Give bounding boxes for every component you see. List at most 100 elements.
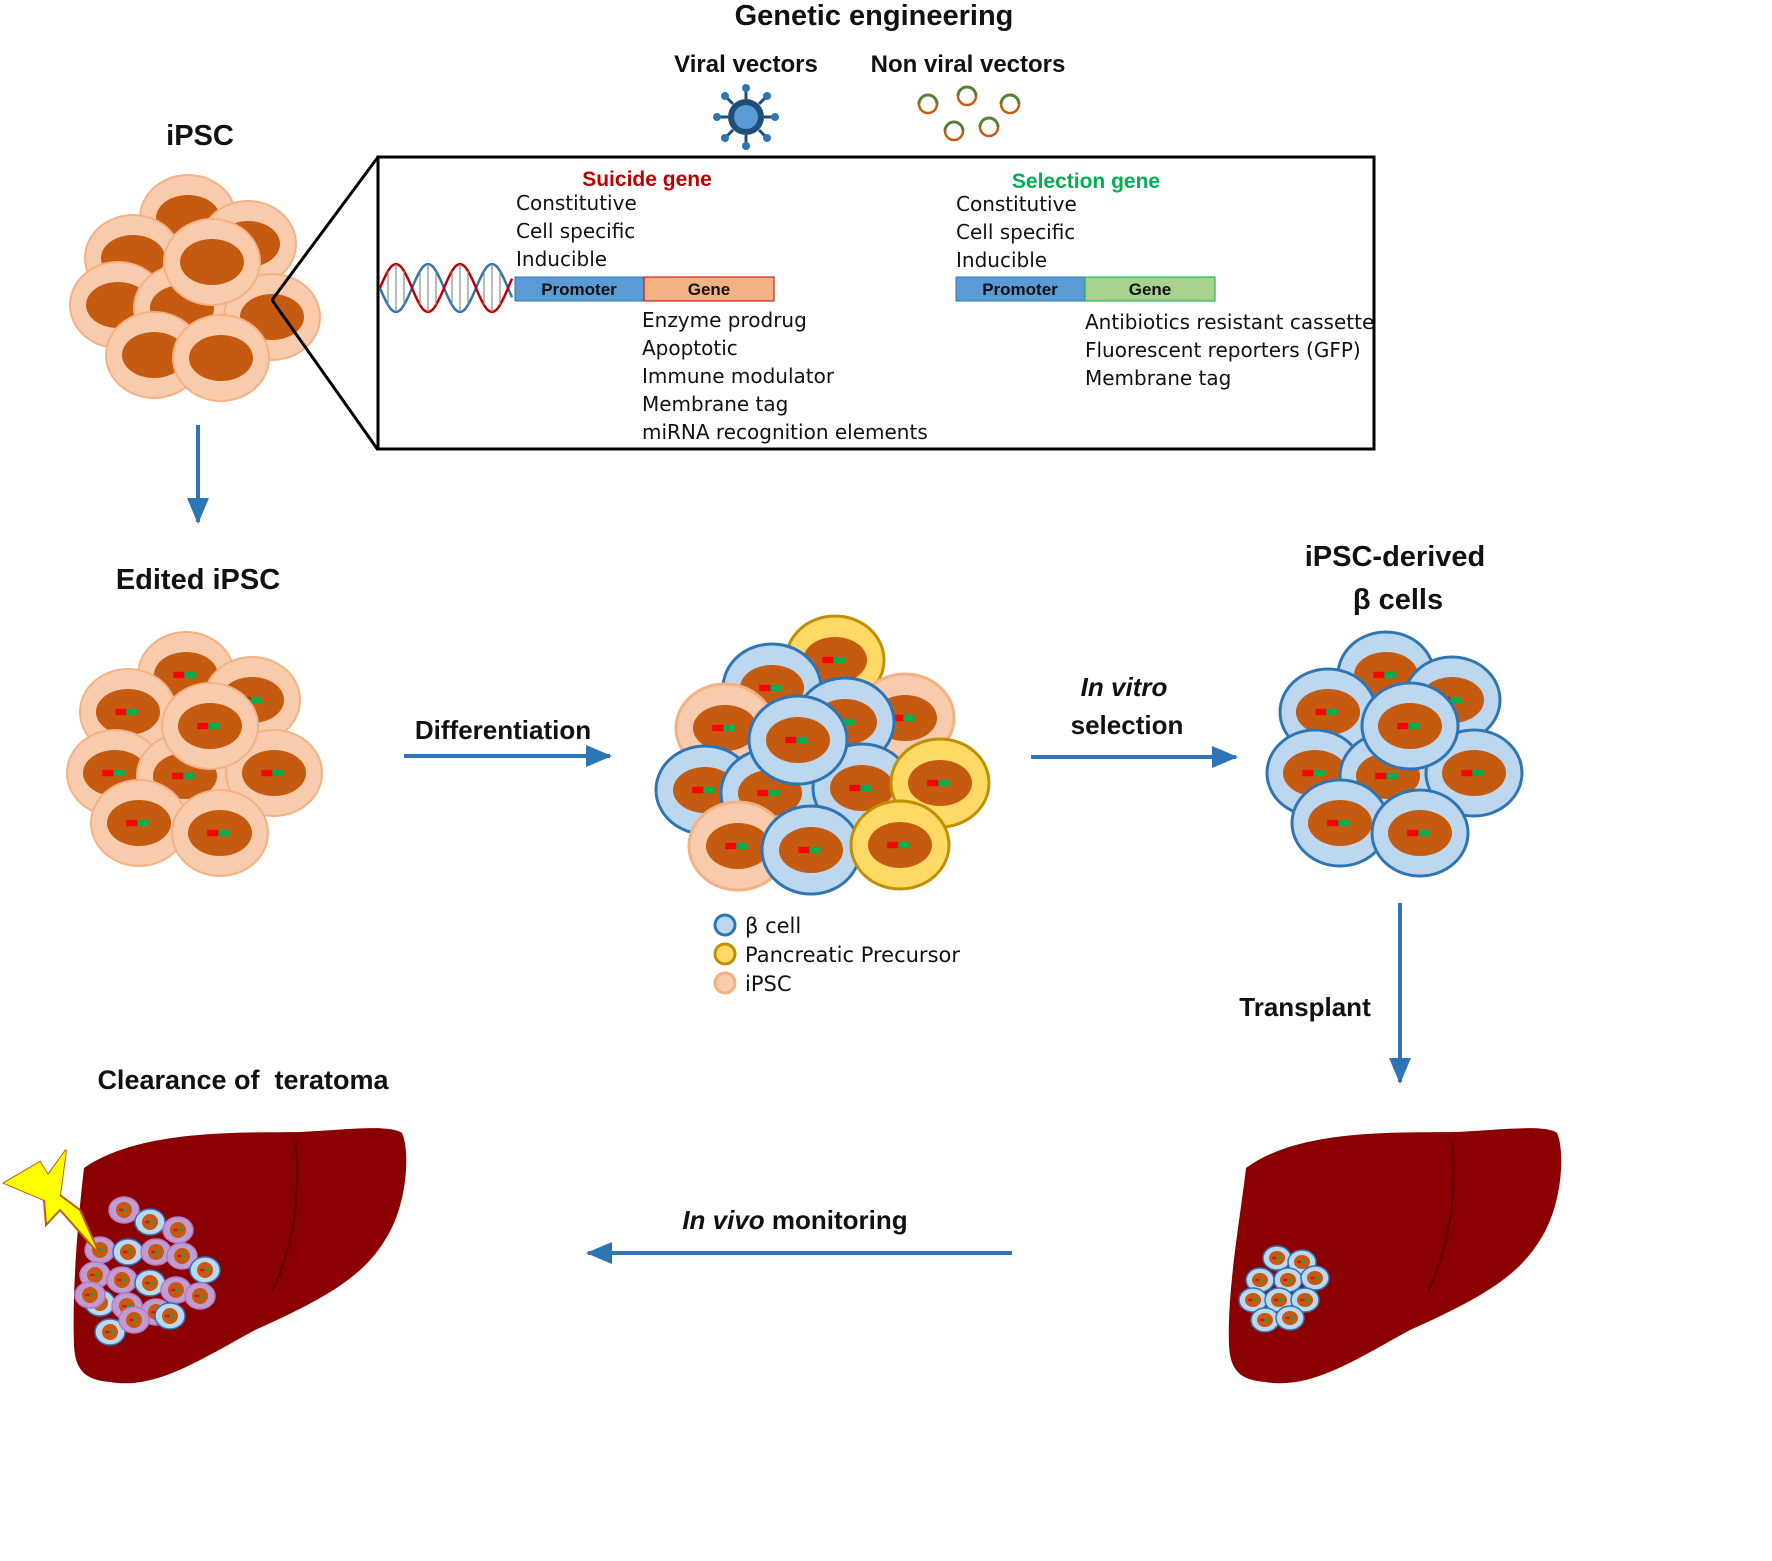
cell-beta	[1238, 1287, 1268, 1313]
graft-cluster	[1238, 1245, 1330, 1333]
suicide-gene-marker	[172, 772, 184, 780]
selection-gene-marker	[796, 736, 808, 744]
selection-gene-marker	[938, 779, 950, 787]
suicide-gene-marker	[207, 829, 219, 837]
selection-gene-marker	[155, 1250, 160, 1254]
suicide-gene-marker	[798, 846, 810, 854]
suicide-promoter-type-2: Cell specific	[516, 219, 635, 243]
selection-gene-marker	[770, 684, 782, 692]
suicide-gene-marker	[151, 1250, 156, 1254]
ipsc-label: iPSC	[166, 120, 234, 152]
selection-promoter-label: Promoter	[982, 280, 1058, 299]
suicide-gene-marker	[85, 1293, 90, 1297]
cell-tera	[74, 1281, 106, 1309]
suicide-gene-marker	[123, 1250, 128, 1254]
selection-gene-marker	[126, 1304, 131, 1308]
selection-gene-marker	[175, 1288, 180, 1292]
cell-nucleus	[189, 335, 253, 381]
selection-gene-marker	[1326, 708, 1338, 716]
legend-beta-cell-label: β cell	[745, 914, 801, 938]
non-viral-vectors-label: Non viral vectors	[871, 51, 1066, 78]
cell-beta	[112, 1238, 144, 1266]
in-vivo-rest: monitoring	[765, 1205, 908, 1235]
suicide-gene-type-5: miRNA recognition elements	[642, 420, 928, 444]
selection-gene-marker	[218, 829, 230, 837]
suicide-gene-marker	[1373, 671, 1385, 679]
suicide-gene-type-3: Immune modulator	[642, 364, 835, 388]
clearance-label: Clearance of teratoma	[97, 1065, 389, 1095]
selection-gene-marker	[137, 819, 149, 827]
selection-gene-marker	[1472, 769, 1484, 777]
cell-tera	[160, 1276, 192, 1304]
cell-tera	[184, 1282, 216, 1310]
suicide-gene-marker	[1283, 1278, 1288, 1282]
edited-ipsc-label: Edited iPSC	[116, 564, 280, 596]
in-vitro-label: In vitro	[1081, 672, 1168, 702]
suicide-gene-marker	[1255, 1278, 1260, 1282]
legend-precursor-label: Pancreatic Precursor	[745, 943, 960, 967]
selection-gene-marker	[250, 696, 262, 704]
suicide-gene-marker	[1300, 1298, 1305, 1302]
selection-gene-label: Gene	[1129, 280, 1172, 299]
suicide-gene-type-2: Apoptotic	[642, 336, 738, 360]
selection-gene-marker	[89, 1293, 94, 1297]
cell-beta	[94, 1318, 126, 1346]
liver-right-lobe-line	[1427, 1141, 1455, 1293]
teratoma-cluster	[74, 1196, 221, 1346]
suicide-gene-marker	[1248, 1298, 1253, 1302]
suicide-gene-marker	[173, 671, 185, 679]
cell-beta	[154, 1302, 186, 1330]
suicide-gene-marker	[1302, 769, 1314, 777]
suicide-gene-label: Gene	[688, 280, 731, 299]
suicide-gene-marker	[725, 842, 737, 850]
selection-gene-marker	[1287, 1278, 1292, 1282]
cell-ipsc	[687, 800, 789, 892]
suicide-gene-marker	[177, 1254, 182, 1258]
lightning-icon-highlight	[4, 1150, 66, 1200]
suicide-gene-marker	[90, 1273, 95, 1277]
suicide-gene-marker	[165, 1314, 170, 1318]
selection-gene-marker	[121, 1278, 126, 1282]
cell-prec	[849, 799, 951, 891]
selection-gene-marker	[149, 1220, 154, 1224]
suicide-gene-marker	[197, 722, 209, 730]
cell-beta	[1262, 1245, 1292, 1271]
liver-right	[1228, 1128, 1562, 1384]
gene-detail-box	[376, 155, 1376, 451]
cell-ipsc	[163, 218, 261, 306]
cell-beta	[747, 694, 849, 786]
selection-gene-title: Selection gene	[1012, 170, 1160, 193]
suicide-gene-marker	[102, 769, 114, 777]
suicide-gene-marker	[105, 1330, 110, 1334]
selection-gene-type-3: Membrane tag	[1085, 366, 1231, 390]
selection-gene-marker	[183, 772, 195, 780]
suicide-gene-marker	[1375, 772, 1387, 780]
selection-gene-marker	[723, 724, 735, 732]
cell-legend: β cell Pancreatic Precursor iPSC	[713, 913, 960, 996]
selection-gene-marker	[169, 1314, 174, 1318]
zoom-line-bottom	[270, 299, 380, 451]
cell-tera	[118, 1306, 150, 1334]
selection-gene-marker	[126, 708, 138, 716]
selection-gene-marker	[1313, 769, 1325, 777]
suicide-promoter-type-1: Constitutive	[516, 191, 637, 215]
suicide-gene-marker	[115, 708, 127, 716]
suicide-gene-marker	[171, 1288, 176, 1292]
suicide-gene-marker	[1272, 1256, 1277, 1260]
selection-promoter-type-2: Cell specific	[956, 220, 1075, 244]
suicide-gene-marker	[145, 1281, 150, 1285]
selection-promoter-type-3: Inducible	[956, 248, 1047, 272]
selection-gene-marker	[99, 1248, 104, 1252]
selection-gene-marker	[113, 769, 125, 777]
suicide-gene-marker	[195, 1294, 200, 1298]
selection-gene-marker	[1450, 696, 1462, 704]
diagram-title: Genetic engineering	[735, 0, 1014, 32]
suicide-gene-marker	[1397, 722, 1409, 730]
cell-nucleus	[180, 239, 244, 285]
cell-beta	[134, 1208, 166, 1236]
cell-ipsc	[161, 682, 259, 770]
suicide-gene-marker	[200, 1268, 205, 1272]
selection-gene-marker	[1418, 829, 1430, 837]
